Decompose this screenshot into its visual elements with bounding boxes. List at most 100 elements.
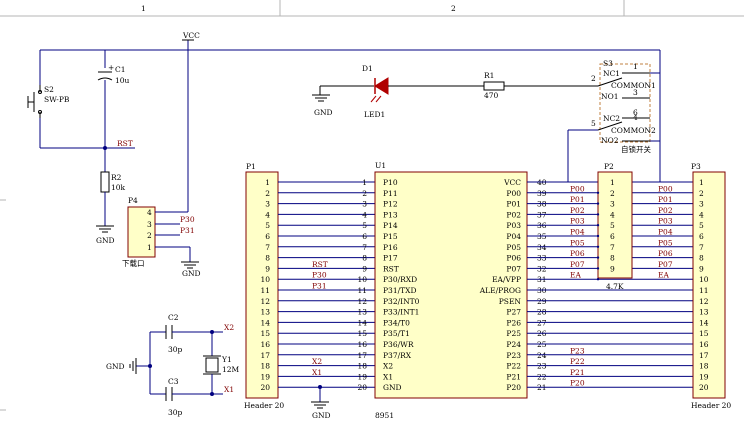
p1-net-x1: X1 [312,368,322,377]
s2-ref: S2 [44,85,54,94]
p3-pin-17: 17 [699,351,709,360]
u1-pin-19: 19 [357,372,367,381]
u1-net-p21: P21 [570,368,585,377]
p3-pin-16: 16 [699,340,709,349]
u1-pinname-32: P07 [506,264,521,273]
s3-caption: 自锁开关 [621,144,651,154]
u1-pinname-37: P02 [506,210,521,219]
p3-pin-19: 19 [699,372,709,381]
u1-pinname-5: P14 [383,221,398,230]
u1-pinname-1: P10 [383,178,398,187]
u1-pinname-17: P37/RX [383,351,412,360]
net-x1-crystal: X1 [224,385,234,394]
u1-pinname-20: GND [383,383,402,392]
s3-no1: NO1 [601,92,618,101]
p3-net-p01: P01 [658,195,673,204]
gnd-label-p4: GND [182,269,201,278]
u1-pin-15: 15 [357,329,367,338]
p3-pin-14: 14 [699,318,709,327]
s3-pin-3: 3 [633,88,638,97]
net-x2-crystal: X2 [224,323,234,332]
r2-resistor: R2 10k GND [96,171,126,245]
u1-pin-6: 6 [362,232,367,241]
p2-pin-3: 3 [610,200,615,209]
u1-pin-13: 13 [357,308,367,317]
u1-pinname-18: X2 [383,362,393,371]
p3-pin-3: 3 [699,200,704,209]
p2-pin-1: 1 [610,178,615,187]
u1-pin-5: 5 [362,221,367,230]
c1-polarity: + [108,63,114,72]
u1-pin-9: 9 [362,264,367,273]
p4-pin-2: 2 [147,231,152,240]
p4-pin-1: 1 [147,243,152,252]
p1-pin-13: 13 [260,308,270,317]
u1-pinname-15: P35/T1 [383,329,410,338]
s3-switch: S3 NC1 COMMON1 NO1 NC2 COMMON2 NO2 1 2 3… [567,59,660,182]
p3-net-p04: P04 [658,228,673,237]
u1-net-p07: P07 [570,260,585,269]
d1-led: GND D1 LED1 [312,64,484,119]
p3-pin-20: 20 [699,383,709,392]
p1-header: P1 Header 20 123456789101112131415161718… [244,162,375,410]
u1-pinname-14: P34/T0 [383,318,410,327]
r2-ref: R2 [111,173,122,182]
p3-net-p03: P03 [658,217,673,226]
s3-no2: NO2 [601,136,619,145]
u1-pin-7: 7 [362,243,367,252]
p3-header: P3 Header 20 123456789101112131415161718… [658,162,731,410]
p3-pin-8: 8 [699,254,704,263]
p4-net-p31: P31 [180,226,195,235]
u1-net-p23: P23 [570,346,585,355]
u1-pinname-4: P13 [383,210,398,219]
p1-pin-20: 20 [260,383,270,392]
p3-net-p02: P02 [658,206,673,215]
p2-pin-4: 4 [610,210,615,219]
gnd-label-crystal: GND [106,362,125,371]
u1-pin-1: 1 [362,178,367,187]
vcc-net: VCC [39,31,661,212]
p1-pin-19: 19 [260,372,270,381]
p1-pin-11: 11 [260,286,270,295]
u1-pinname-21: P20 [506,383,521,392]
p2-pin-7: 7 [610,243,615,252]
p1-net-rst: RST [312,260,328,269]
c3-value: 30p [168,408,183,417]
s3-nc1: NC1 [603,69,620,78]
u1-pin-16: 16 [357,340,367,349]
p3-pin-15: 15 [699,329,709,338]
u1-pin-20: 20 [357,383,367,392]
p3-pin-2: 2 [699,189,704,198]
p3-net-p05: P05 [658,238,673,247]
p4-caption: 下载口 [122,258,145,268]
r1-ref: R1 [484,71,494,80]
p4-ref: P4 [128,196,138,205]
p3-net-ea: EA [658,271,669,280]
s3-nc2: NC2 [603,114,620,123]
s2-switch: S2 SW-PB [27,85,135,149]
u1-pinname-40: VCC [503,178,521,187]
gnd-label-led: GND [314,108,333,117]
u1-pinname-7: P16 [383,243,398,252]
u1-pinname-35: P04 [506,232,521,241]
gnd-label-u1: GND [312,411,331,420]
u1-pin-18: 18 [357,362,367,371]
u1-pin-12: 12 [357,297,367,306]
p1-pin-16: 16 [260,340,270,349]
u1-pin-4: 4 [362,210,367,219]
u1-pinname-39: P00 [506,189,521,198]
u1-pin-3: 3 [362,200,367,209]
u1-pinname-28: P27 [506,308,521,317]
p2-pin-6: 6 [610,232,615,241]
r1-resistor: R1 470 [483,71,598,100]
p1-pin-9: 9 [265,264,270,273]
u1-value: 8951 [375,411,394,420]
gnd-label-r2: GND [96,236,115,245]
u1-pin-11: 11 [357,286,367,295]
p1-pin-1: 1 [265,178,270,187]
p1-value: Header 20 [244,401,284,410]
p3-pin-7: 7 [699,243,704,252]
u1-net-p20: P20 [570,379,585,388]
u1-pinname-11: P31/TXD [383,286,416,295]
frame-zone-1: 1 [141,4,146,13]
